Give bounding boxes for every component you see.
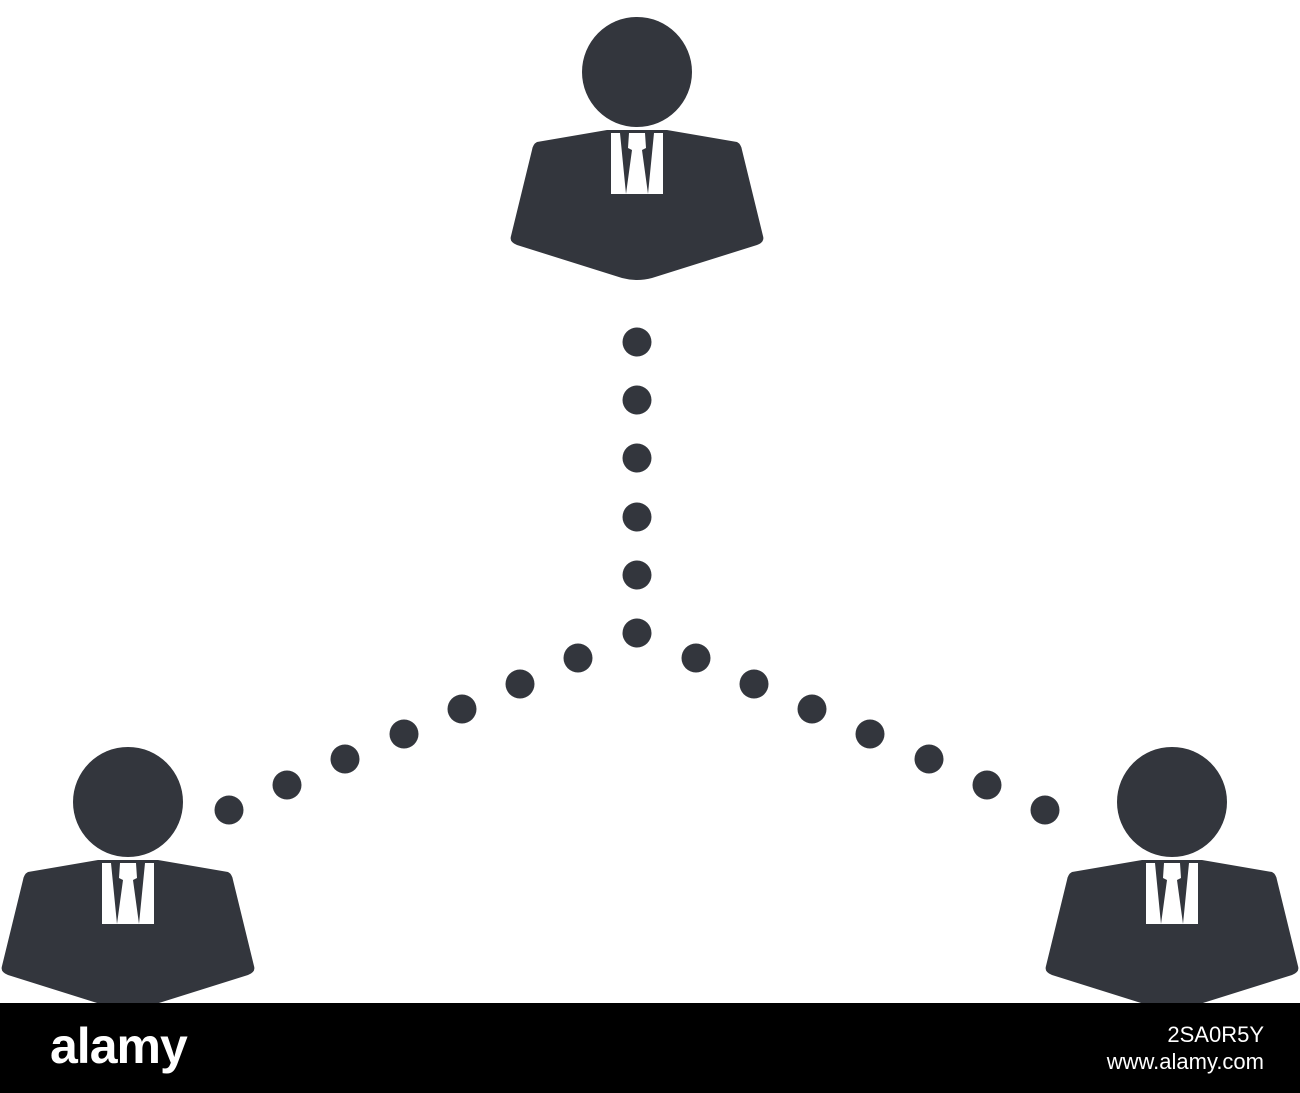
connector-dot [622, 327, 652, 357]
connector-dot [739, 669, 769, 699]
brand-logo: alamy [50, 1018, 188, 1074]
connector-dot [622, 502, 652, 532]
footer-meta: 2SA0R5Y www.alamy.com [1107, 1021, 1264, 1075]
connector-dot [914, 744, 944, 774]
site-url: www.alamy.com [1106, 1049, 1264, 1074]
connector-dot [622, 560, 652, 590]
connector-dot [447, 694, 477, 724]
businessman-icon [1045, 747, 1299, 1010]
connectors [214, 327, 1060, 825]
connector-dot [622, 443, 652, 473]
connector-dot [622, 385, 652, 415]
network-diagram [1, 17, 1299, 1010]
person-bottom-left-icon [1, 747, 255, 1010]
diagram-canvas [1, 17, 1299, 1010]
image-id: 2SA0R5Y [1167, 1022, 1264, 1047]
businessman-icon [510, 17, 764, 280]
connector-dot [972, 770, 1002, 800]
connector-dot [1030, 795, 1060, 825]
connector-dot [797, 694, 827, 724]
footer-bar: alamy 2SA0R5Y www.alamy.com [0, 1003, 1300, 1093]
businessman-icon [1, 747, 255, 1010]
connector-dot [622, 618, 652, 648]
connector-dot [214, 795, 244, 825]
connector-dot [330, 744, 360, 774]
connector-dot [389, 719, 419, 749]
connector-dot [681, 643, 711, 673]
connector-dot [563, 643, 593, 673]
person-top-icon [510, 17, 764, 280]
connector-dot [855, 719, 885, 749]
connector-dot [505, 669, 535, 699]
connector-dot [272, 770, 302, 800]
person-bottom-right-icon [1045, 747, 1299, 1010]
